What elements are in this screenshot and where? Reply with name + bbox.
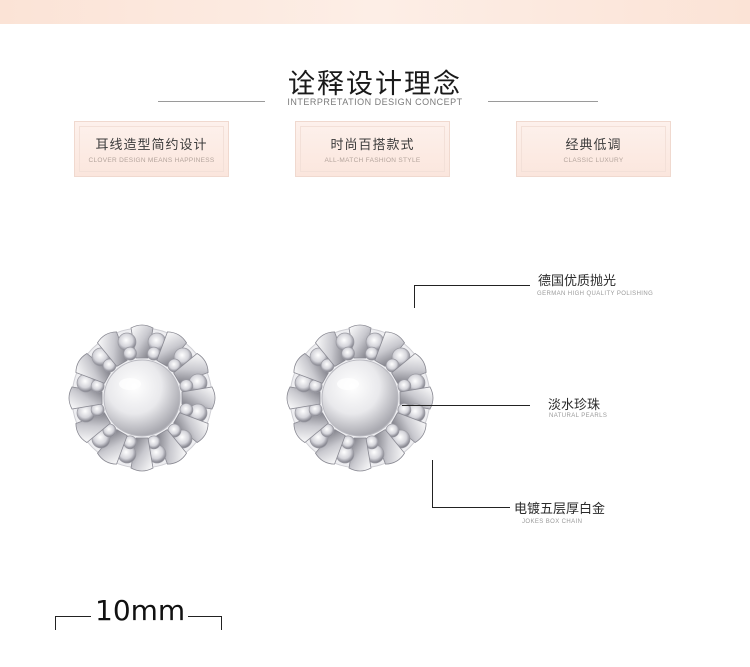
earring-petal <box>374 331 406 367</box>
earring-petal <box>75 352 111 384</box>
earring-petal <box>399 386 434 410</box>
earring-petal <box>173 412 209 444</box>
feature-subtitle: CLOVER DESIGN MEANS HAPPINESS <box>88 157 215 164</box>
earring-petal <box>130 324 154 359</box>
earring-gem <box>123 346 137 361</box>
earring-petal <box>173 352 209 384</box>
callout-pearl-label: 淡水珍珠 <box>548 398 601 413</box>
pearl <box>103 359 181 437</box>
earring-petal <box>156 429 188 465</box>
callout-polish-sub: GERMAN HIGH QUALITY POLISHING <box>537 291 654 297</box>
earring-petal <box>348 324 372 359</box>
earring-petal <box>348 437 372 472</box>
pearl-highlight <box>337 378 359 390</box>
feature-card-design: 耳线造型简约设计 CLOVER DESIGN MEANS HAPPINESS <box>74 121 229 177</box>
feature-card-frame <box>79 126 224 172</box>
title-divider-right <box>488 101 598 102</box>
callout-pearl-sub: NATURAL PEARLS <box>549 413 608 419</box>
section-subtitle: INTERPRETATION DESIGN CONCEPT <box>287 97 463 107</box>
earring-petal <box>96 429 128 465</box>
scale-line-left <box>55 616 91 617</box>
scale-line-right <box>188 616 222 617</box>
earring-petal <box>68 386 103 410</box>
feature-card-classic: 经典低调 CLASSIC LUXURY <box>516 121 671 177</box>
earring-petal <box>286 386 321 410</box>
earring-petal <box>293 412 329 444</box>
pearl-highlight <box>119 378 141 390</box>
earring-petal <box>314 429 346 465</box>
callout-line-polish-h <box>414 285 530 286</box>
earring-petal <box>96 331 128 367</box>
callout-plating-label: 电镀五层厚白金 <box>514 502 606 517</box>
title-divider-left <box>158 101 265 102</box>
earring-petal <box>391 352 427 384</box>
earring-petal <box>181 386 216 410</box>
earring-petal <box>75 412 111 444</box>
earring-petal <box>130 437 154 472</box>
earring-petal <box>391 412 427 444</box>
section-title: 诠释设计理念 <box>288 69 462 100</box>
callout-line-plating-v <box>432 460 433 508</box>
callout-plating-sub: JOKES BOX CHAIN <box>522 519 583 525</box>
earring-left <box>68 324 216 472</box>
size-scale-bar: 10mm <box>55 594 225 634</box>
feature-title: 耳线造型简约设计 <box>95 138 208 153</box>
earring-petal <box>293 352 329 384</box>
callout-line-plating-h <box>432 507 510 508</box>
feature-subtitle: ALL-MATCH FASHION STYLE <box>324 157 421 164</box>
feature-card-frame <box>521 126 666 172</box>
top-banner-band <box>0 0 750 24</box>
earring-petal <box>156 331 188 367</box>
pearl <box>321 359 399 437</box>
scale-tick-right <box>221 616 222 630</box>
scale-label: 10mm <box>95 594 186 627</box>
earrings-product-image <box>68 324 434 472</box>
scale-tick-left <box>55 616 56 630</box>
earring-gem <box>341 346 355 361</box>
feature-title: 经典低调 <box>565 138 622 153</box>
feature-card-frame <box>300 126 445 172</box>
callout-line-polish-v <box>414 285 415 308</box>
callout-polish-label: 德国优质抛光 <box>538 274 617 289</box>
feature-card-style: 时尚百搭款式 ALL-MATCH FASHION STYLE <box>295 121 450 177</box>
earring-petal <box>314 331 346 367</box>
earring-petal <box>374 429 406 465</box>
feature-subtitle: CLASSIC LUXURY <box>563 157 624 164</box>
earring-right <box>286 324 434 472</box>
callout-line-pearl-h <box>402 405 530 406</box>
feature-title: 时尚百搭款式 <box>330 138 415 153</box>
